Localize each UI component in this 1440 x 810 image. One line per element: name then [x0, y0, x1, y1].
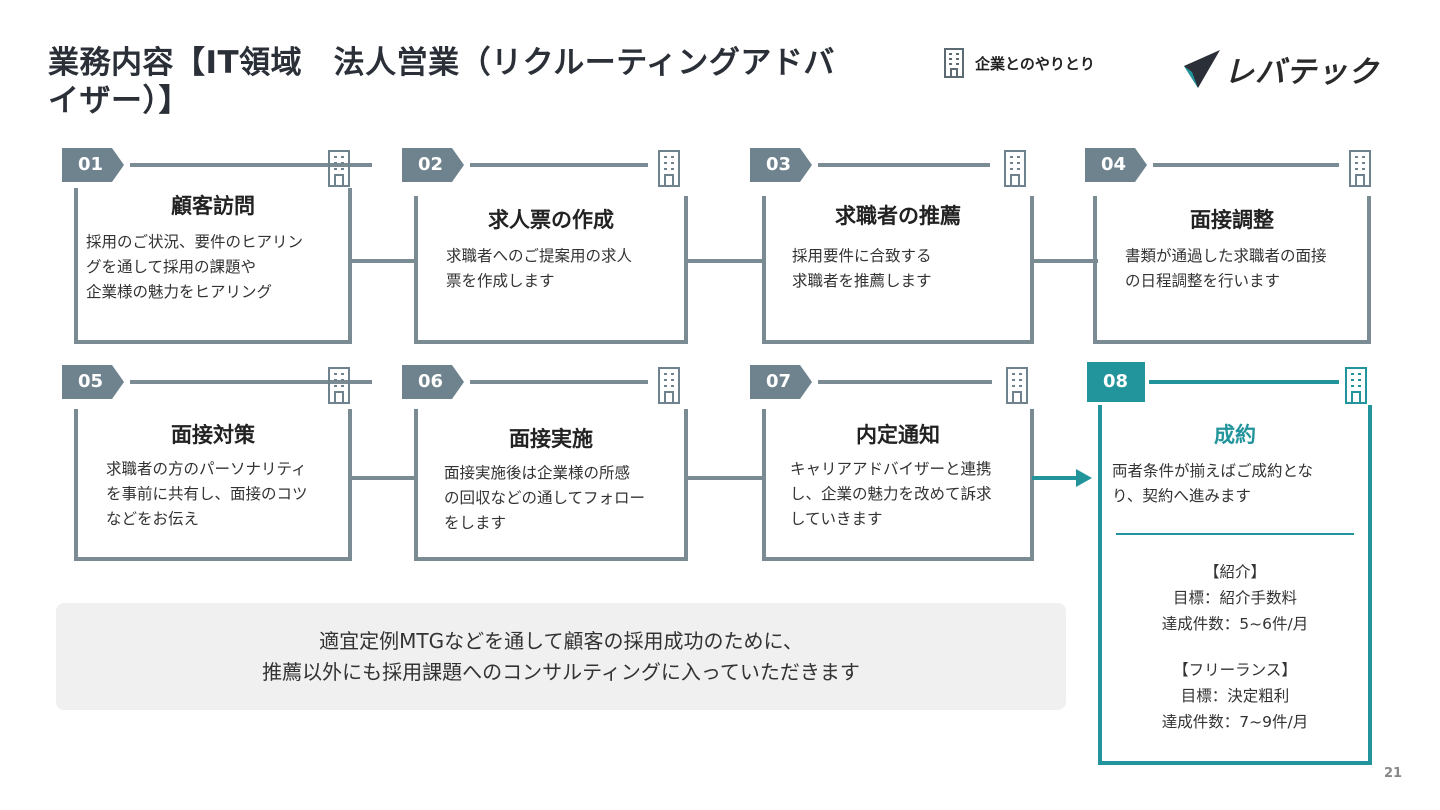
note-box: 適宜定例MTGなどを通して顧客の採用成功のために、 推薦以外にも採用課題へのコン… [56, 603, 1066, 710]
step-number-badge: 02 [402, 148, 464, 182]
building-icon [1006, 367, 1028, 404]
step-title: 面接対策 [171, 423, 255, 447]
step-number-badge: 06 [402, 365, 464, 399]
arrow-to-final [1032, 476, 1078, 480]
step-header-line [470, 163, 648, 167]
freelance-target: 【フリーランス】 目標：決定粗利 達成件数：7~9件/月 [1161, 661, 1309, 731]
step-number-badge: 08 [1087, 362, 1145, 402]
note-line-2: 推薦以外にも採用課題へのコンサルティングに入っていただきます [262, 659, 860, 684]
step-header-line [818, 380, 992, 384]
legend: 企業とのやりとり [943, 47, 1095, 79]
connector-line [1032, 259, 1098, 263]
step-card: 面接調整 書類が通過した求職者の面接の日程調整を行います [1093, 196, 1371, 344]
step-header-line [1149, 380, 1339, 384]
step-number-badge: 07 [750, 365, 812, 399]
building-icon [1004, 150, 1026, 187]
final-divider [1116, 533, 1354, 535]
building-icon [1349, 150, 1371, 187]
step-06: 06 面接実施 面接実施後は企業様の所感の回収などの通してフォローをします [402, 365, 700, 561]
step-title: 求人票の作成 [488, 208, 614, 232]
step-description: 求職者へのご提案用の求人票を作成します [446, 247, 633, 290]
step-description: 採用要件に合致する求職者を推薦します [792, 247, 932, 290]
step-description: 求職者の方のパーソナリティを事前に共有し、面接のコツなどをお伝え [106, 460, 308, 528]
page-number: 21 [1384, 766, 1403, 781]
note-line-1: 適宜定例MTGなどを通して顧客の採用成功のために、 [319, 628, 803, 653]
building-icon [1345, 367, 1367, 404]
step-description: キャリアアドバイザーと連携し、企業の魅力を改めて訴求していきます [790, 460, 992, 528]
step-card: 内定通知 キャリアアドバイザーと連携し、企業の魅力を改めて訴求していきます [762, 409, 1034, 561]
step-04: 04 面接調整 書類が通過した求職者の面接の日程調整を行います [1085, 148, 1383, 344]
building-icon [328, 367, 350, 404]
arrow-head-icon [1076, 469, 1092, 487]
building-icon [328, 150, 350, 187]
step-title: 面接調整 [1190, 208, 1274, 232]
step-number-badge: 03 [750, 148, 812, 182]
step-header-line [470, 380, 648, 384]
building-icon [658, 150, 680, 187]
step-08: 08 成約 両者条件が揃えばご成約となり、契約へ進みます 【紹介】 目標：紹介手… [1087, 362, 1385, 765]
step-number-badge: 04 [1085, 148, 1147, 182]
step-title: 求職者の推薦 [835, 204, 961, 228]
step-title: 顧客訪問 [171, 194, 255, 218]
step-title: 内定通知 [856, 423, 940, 447]
step-header-line [130, 380, 372, 384]
final-description: 両者条件が揃えばご成約となり、契約へ進みます [1112, 462, 1314, 505]
building-icon [944, 48, 964, 78]
step-description: 書類が通過した求職者の面接の日程調整を行います [1125, 247, 1327, 290]
step-header-line [818, 163, 990, 167]
company-logo: レバテック [1184, 47, 1379, 91]
step-card: 顧客訪問 採用のご状況、要件のヒアリングを通して採用の課題や企業様の魅力をヒアリ… [74, 188, 352, 344]
step-03: 03 求職者の推薦 採用要件に合致する求職者を推薦します [750, 148, 1048, 344]
step-description: 面接実施後は企業様の所感の回収などの通してフォローをします [444, 464, 646, 532]
step-card: 求人票の作成 求職者へのご提案用の求人票を作成します [414, 196, 688, 344]
step-description: 採用のご状況、要件のヒアリングを通して採用の課題や企業様の魅力をヒアリング [86, 233, 304, 301]
connector-line [350, 476, 414, 480]
step-01: 01 顧客訪問 採用のご状況、要件のヒアリングを通して採用の課題や企業様の魅力を… [62, 148, 372, 344]
step-number-badge: 05 [62, 365, 124, 399]
connector-line [686, 259, 762, 263]
final-card: 成約 両者条件が揃えばご成約となり、契約へ進みます 【紹介】 目標：紹介手数料 … [1098, 405, 1372, 765]
building-icon [658, 367, 680, 404]
check-logo-icon [1184, 50, 1220, 88]
connector-line [350, 259, 414, 263]
step-header-line [130, 163, 372, 167]
step-header-line [1153, 163, 1339, 167]
step-07: 07 内定通知 キャリアアドバイザーと連携し、企業の魅力を改めて訴求していきます [750, 365, 1048, 561]
step-card: 面接実施 面接実施後は企業様の所感の回収などの通してフォローをします [414, 409, 688, 561]
step-title: 面接実施 [509, 427, 593, 451]
step-02: 02 求人票の作成 求職者へのご提案用の求人票を作成します [402, 148, 700, 344]
legend-label: 企業とのやりとり [975, 54, 1095, 73]
logo-text: レバテック [1224, 55, 1379, 90]
step-number-badge: 01 [62, 148, 124, 182]
connector-line [686, 476, 762, 480]
page-title: 業務内容【IT領域 法人営業（リクルーティングアドバイザー）】 [48, 45, 835, 119]
step-card: 面接対策 求職者の方のパーソナリティを事前に共有し、面接のコツなどをお伝え [74, 409, 352, 561]
step-card: 求職者の推薦 採用要件に合致する求職者を推薦します [762, 196, 1034, 344]
step-05: 05 面接対策 求職者の方のパーソナリティを事前に共有し、面接のコツなどをお伝え [62, 365, 372, 561]
introduction-target: 【紹介】 目標：紹介手数料 達成件数：5~6件/月 [1161, 563, 1309, 633]
final-title: 成約 [1214, 423, 1256, 447]
